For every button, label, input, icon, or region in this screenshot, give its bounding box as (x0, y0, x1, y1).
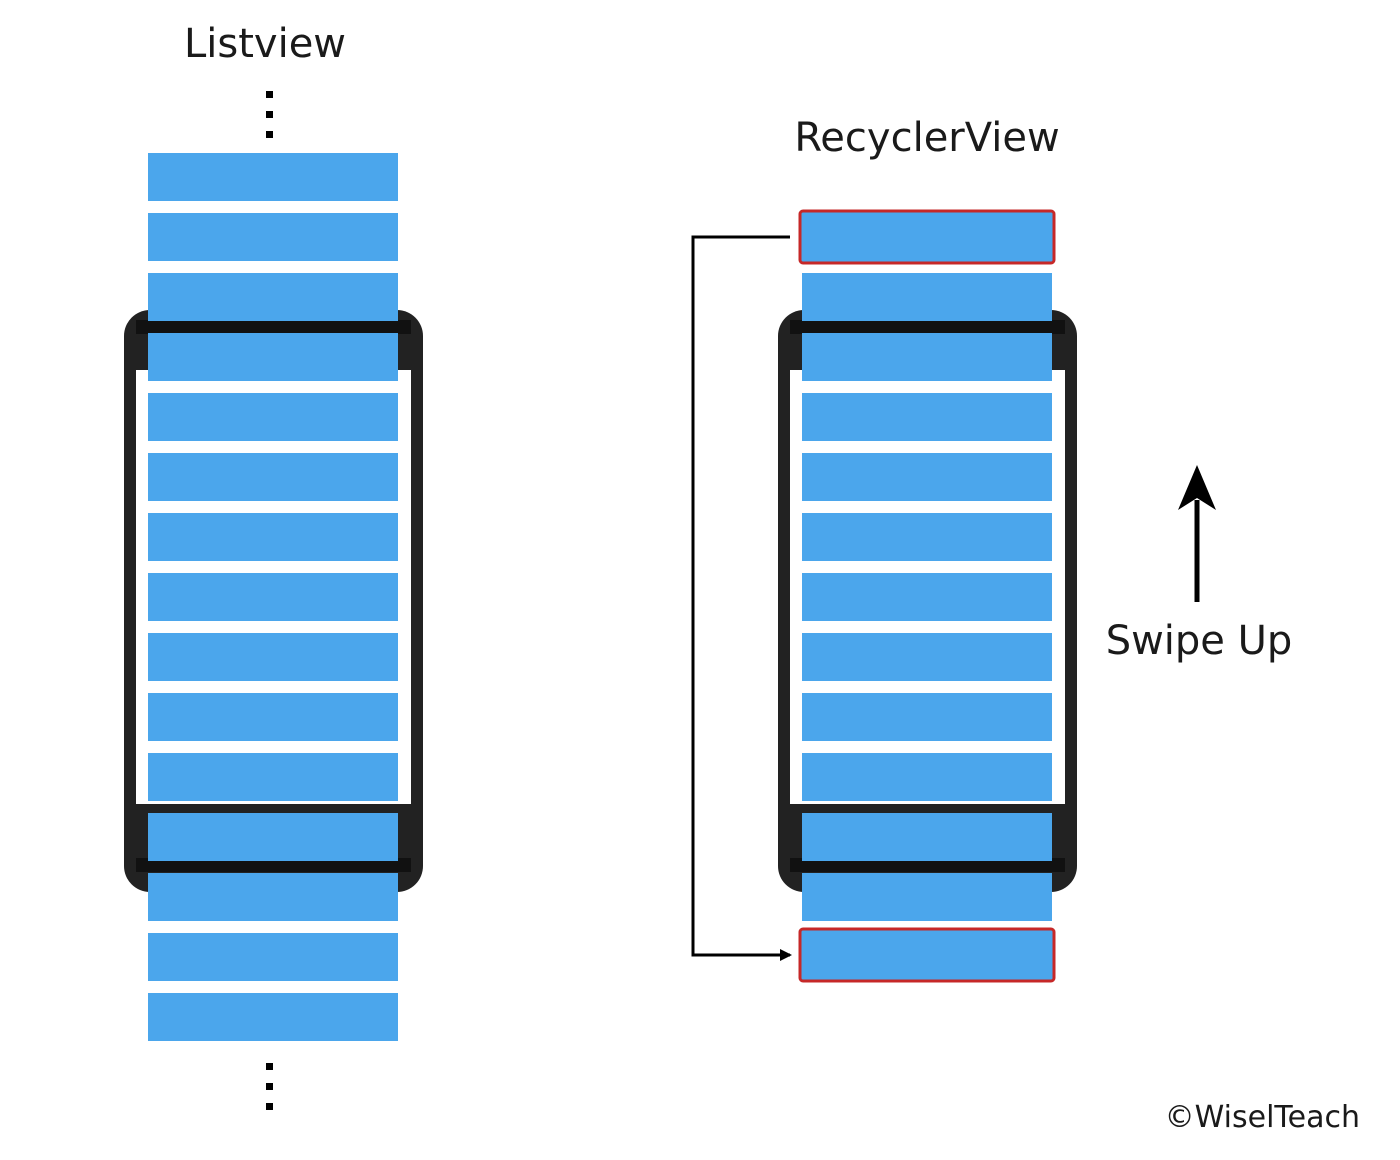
recycled-item-bottom (798, 927, 1056, 983)
recyclerview-item (802, 453, 1052, 501)
listview-item (148, 813, 398, 861)
listview-item (148, 993, 398, 1041)
listview-item (148, 453, 398, 501)
listview-item (148, 513, 398, 561)
recyclerview-item (802, 693, 1052, 741)
recycled-item-top (798, 209, 1056, 265)
listview-item (148, 693, 398, 741)
recyclerview-item (802, 333, 1052, 381)
listview-group: Listview (124, 21, 423, 1110)
recyclerview-item (802, 273, 1052, 321)
recyclerview-item (802, 633, 1052, 681)
recyclerview-item (802, 873, 1052, 921)
listview-item (148, 933, 398, 981)
recyclerview-item (802, 813, 1052, 861)
recycle-arrow-icon (691, 235, 792, 961)
listview-item (148, 153, 398, 201)
listview-bottom-ellipsis-dot (266, 1103, 273, 1110)
listview-item (148, 633, 398, 681)
swipe-up-label: Swipe Up (1106, 618, 1293, 664)
listview-item (148, 873, 398, 921)
listview-item (148, 333, 398, 381)
listview-top-ellipsis (266, 91, 273, 138)
recyclerview-item (802, 753, 1052, 801)
recyclerview-item (802, 393, 1052, 441)
listview-bottom-ellipsis-dot (266, 1063, 273, 1070)
swipe-up-arrow-icon (1178, 465, 1216, 510)
recyclerview-items (802, 273, 1052, 921)
listview-item (148, 213, 398, 261)
copyright-text: ©WiselTeach (1165, 1100, 1360, 1135)
listview-item (148, 393, 398, 441)
listview-items (148, 153, 398, 1110)
swipe-gesture: Swipe Up (1106, 465, 1293, 664)
recyclerview-title: RecyclerView (794, 115, 1059, 161)
recyclerview-item (802, 513, 1052, 561)
listview-item (148, 573, 398, 621)
listview-title: Listview (184, 21, 346, 67)
recyclerview-item (802, 573, 1052, 621)
listview-bottom-ellipsis-dot (266, 1083, 273, 1090)
listview-item (148, 753, 398, 801)
listview-item (148, 273, 398, 321)
recyclerview-group: RecyclerView (691, 115, 1077, 983)
